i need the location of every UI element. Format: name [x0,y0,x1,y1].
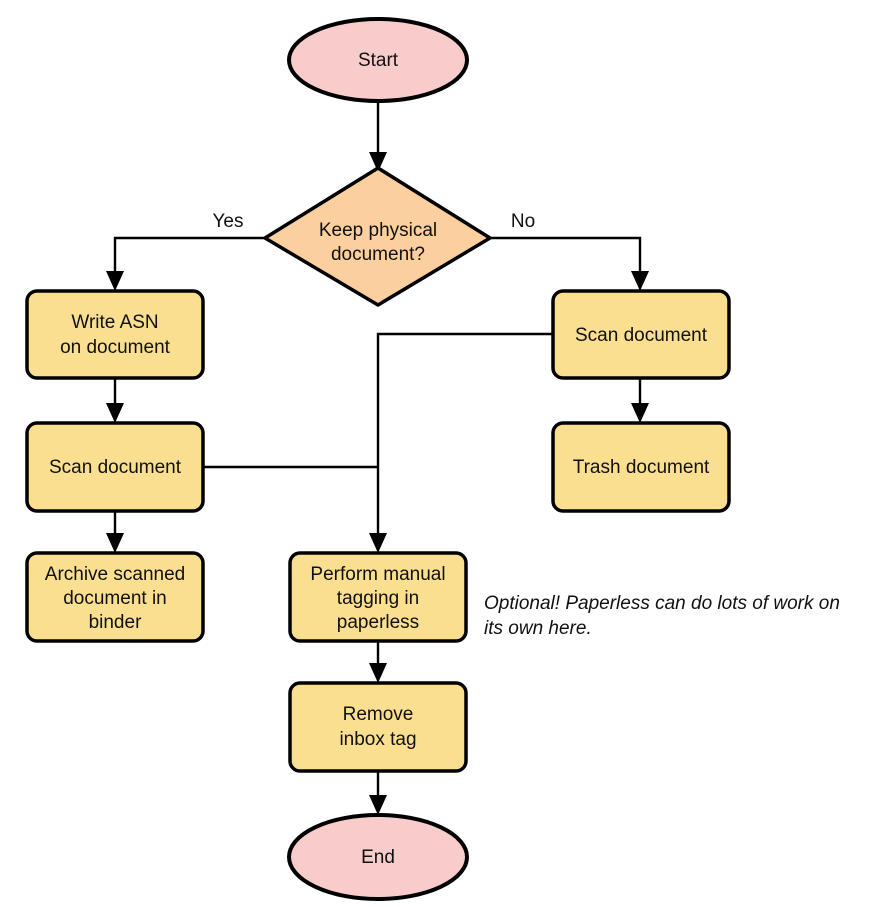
node-scan-document-right[interactable]: Scan document [551,289,731,380]
node-tagging-label-line1: Perform manual [310,564,445,585]
edge-decision-yes-to-write-asn [106,236,265,291]
node-decision-keep-physical-document[interactable]: Keep physical document? [263,166,492,307]
edge-scan-right-to-trash [631,378,649,423]
node-remove-inbox-label-line2: inbox tag [339,729,416,750]
node-decision-label-line2: document? [331,244,425,265]
node-scan-document-right-label: Scan document [575,325,708,346]
node-end-label: End [361,847,395,868]
edge-tagging-to-remove-inbox [369,641,387,683]
edge-label-no: No [511,211,535,232]
node-tagging-label-line3: paperless [337,612,419,633]
node-perform-manual-tagging[interactable]: Perform manual tagging in paperless [288,551,468,643]
node-scan-document-left-label: Scan document [49,457,182,478]
node-archive-label-line3: binder [89,612,142,633]
node-remove-inbox-label-line1: Remove [343,704,414,725]
node-remove-inbox-tag[interactable]: Remove inbox tag [288,681,468,773]
edge-start-to-decision [369,101,387,172]
node-tagging-label-line2: tagging in [337,588,419,609]
node-start-label: Start [358,50,399,71]
note-optional-line2: its own here. [484,618,592,639]
node-trash-document[interactable]: Trash document [551,421,731,513]
edge-decision-no-to-scan-right [490,236,649,291]
node-start[interactable]: Start [287,17,469,103]
node-archive-label-line2: document in [63,588,167,609]
node-archive-label-line1: Archive scanned [45,564,185,585]
note-optional-paperless: Optional! Paperless can do lots of work … [484,593,840,639]
node-decision-label-line1: Keep physical [319,220,437,241]
edge-scan-right-to-tagging [369,332,553,553]
node-trash-document-label: Trash document [573,457,710,478]
node-write-asn-on-document[interactable]: Write ASN on document [25,289,205,380]
node-scan-document-left[interactable]: Scan document [25,421,205,513]
edge-remove-inbox-to-end [369,771,387,815]
edge-label-yes: Yes [213,211,244,232]
edge-write-asn-to-scan-left [106,378,124,423]
edge-scan-left-to-archive [106,511,124,553]
note-optional-line1: Optional! Paperless can do lots of work … [484,593,840,614]
node-archive-scanned-document[interactable]: Archive scanned document in binder [25,551,205,643]
node-write-asn-label-line1: Write ASN [71,312,158,333]
node-write-asn-label-line2: on document [60,337,171,358]
node-end[interactable]: End [287,813,469,901]
